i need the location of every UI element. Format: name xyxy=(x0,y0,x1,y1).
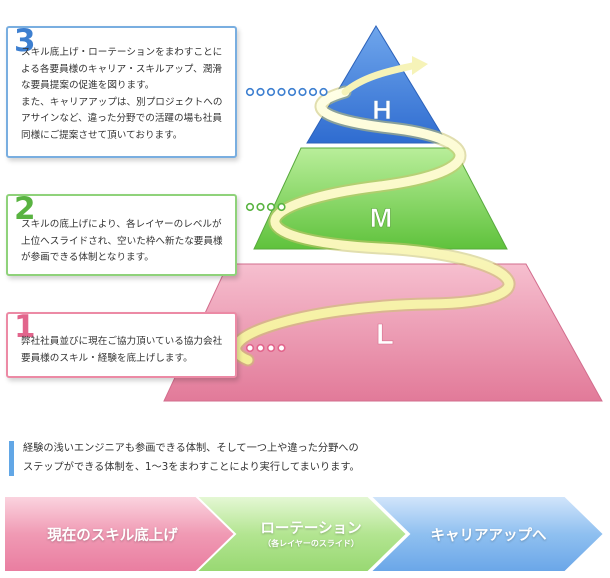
connector-dot xyxy=(245,87,255,97)
connector-dot xyxy=(277,87,286,97)
step-arrow-1 xyxy=(3,495,237,573)
connector-dot xyxy=(266,343,276,353)
note-accent-bar xyxy=(9,441,14,476)
connector-dot xyxy=(319,87,328,97)
level-3-card: 3 スキル底上げ・ローテーションをまわすことに よる各要員様のキャリア・スキルア… xyxy=(6,26,237,158)
connector-dot xyxy=(256,202,265,212)
tier-m-letter: M xyxy=(370,203,393,233)
note-text: 経験の浅いエンジニアも参画できる体制、そして一つ上や違った分野への ステップがで… xyxy=(23,443,360,473)
connector-dot xyxy=(256,343,265,353)
connector-dot xyxy=(266,202,276,212)
step-2-label: ローテーション xyxy=(260,521,362,537)
step-2-sublabel: （各レイヤーのスライド） xyxy=(263,539,359,548)
level-3-number: 3 xyxy=(14,23,36,59)
connector-dots xyxy=(245,87,328,353)
connector-dot xyxy=(298,87,307,97)
connector-dot xyxy=(245,343,255,353)
step-arrow-3 xyxy=(367,495,606,573)
level-1-card: 1 弊社社員並びに現在ご協力頂いている協力会社 要員様のスキル・経験を底上げしま… xyxy=(6,312,237,378)
level-2-card: 2 スキルの底上げにより、各レイヤーのレベルが 上位へスライドされ、空いた枠へ新… xyxy=(6,194,237,276)
tier-h-letter: H xyxy=(372,95,392,125)
connector-dot xyxy=(256,87,265,97)
connector-dot xyxy=(277,343,286,353)
connector-dot xyxy=(245,202,255,212)
pyramid-diagram: H M L xyxy=(163,25,603,402)
step-arrows xyxy=(3,495,606,573)
step-3-label: キャリアアップへ xyxy=(430,528,547,544)
connector-dot xyxy=(308,87,318,97)
level-1-text: 弊社社員並びに現在ご協力頂いている協力会社 要員様のスキル・経験を底上げします。 xyxy=(21,336,223,364)
rotation-ribbon xyxy=(229,56,516,367)
level-3-text: スキル底上げ・ローテーションをまわすことに よる各要員様のキャリア・スキルアップ… xyxy=(21,47,223,141)
connector-dot xyxy=(266,87,276,97)
level-1-number: 1 xyxy=(14,309,36,345)
tier-l-letter: L xyxy=(376,319,394,351)
connector-dot xyxy=(287,87,297,97)
level-2-number: 2 xyxy=(14,191,36,227)
level-2-text: スキルの底上げにより、各レイヤーのレベルが 上位へスライドされ、空いた枠へ新たな… xyxy=(21,219,223,263)
step-1-label: 現在のスキル底上げ xyxy=(47,528,178,544)
connector-dot xyxy=(277,202,286,212)
